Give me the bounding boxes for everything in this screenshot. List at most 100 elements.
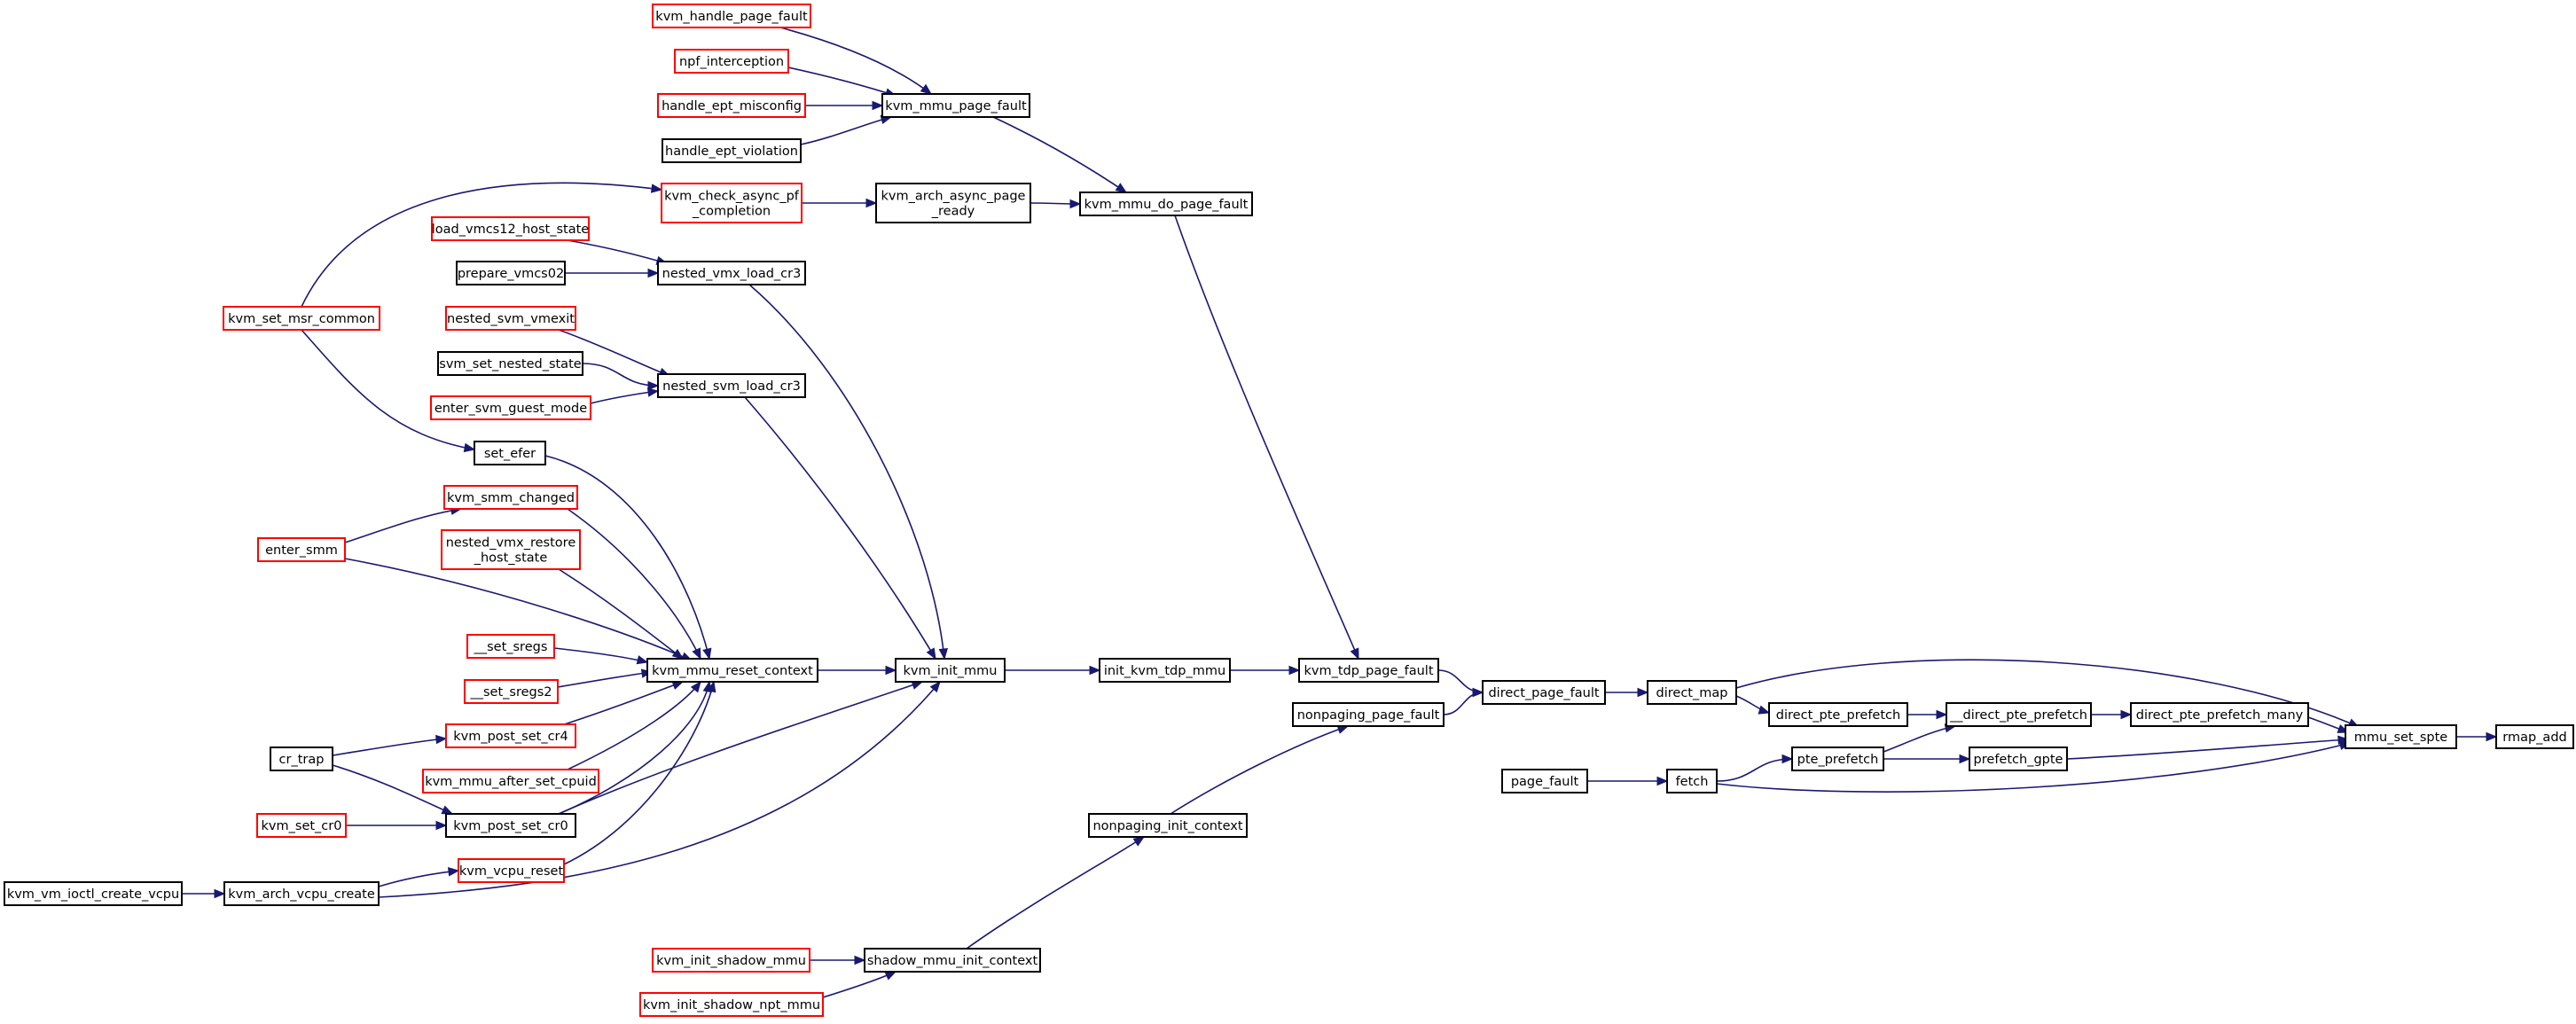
node-label: enter_svm_guest_mode: [435, 402, 587, 416]
node-direct-pte-prefetch-many[interactable]: direct_pte_prefetch_many: [2130, 702, 2309, 727]
node-kvm-post-set-cr4[interactable]: kvm_post_set_cr4: [445, 723, 576, 748]
node-box: [466, 634, 555, 659]
node-box: [1768, 702, 1908, 727]
node-label: kvm_arch_vcpu_create: [228, 887, 375, 902]
node-label: kvm_check_async_pf: [664, 190, 800, 204]
call-edge: [1907, 709, 1948, 720]
node-box: [1791, 747, 1884, 771]
node-box: [1666, 769, 1718, 793]
call-edge: [378, 680, 941, 898]
node-label: cr_trap: [279, 753, 325, 767]
node-direct-pte-prefetch[interactable]: __direct_pte_prefetch: [1946, 702, 2092, 727]
node-direct-pte-prefetch[interactable]: direct_pte_prefetch: [1768, 702, 1908, 727]
call-edge: [744, 396, 936, 661]
node-box: [437, 351, 583, 376]
node-nested-vmx-load-cr3[interactable]: nested_vmx_load_cr3: [657, 261, 806, 285]
node-box: [652, 4, 811, 28]
node-label: kvm_post_set_cr4: [453, 730, 568, 744]
node-box: [646, 658, 818, 683]
node-box: [1946, 702, 2092, 727]
node-box: [1298, 658, 1439, 683]
call-edge: [567, 508, 701, 661]
node-box: [1099, 658, 1231, 683]
node-kvm-post-set-cr0[interactable]: kvm_post_set_cr0: [445, 813, 576, 838]
node-mmu-set-spte[interactable]: mmu_set_spte: [2345, 724, 2457, 749]
node-kvm-mmu-page-fault[interactable]: kvm_mmu_page_fault: [881, 93, 1030, 118]
node-handle-ept-violation[interactable]: handle_ept_violation: [662, 138, 802, 163]
call-edge: [1443, 687, 1484, 715]
node-kvm-set-cr0[interactable]: kvm_set_cr0: [256, 813, 347, 838]
node-nonpaging-page-fault[interactable]: nonpaging_page_fault: [1292, 702, 1445, 727]
node-kvm-smm-changed[interactable]: kvm_smm_changed: [443, 485, 578, 510]
call-edge: [301, 329, 476, 453]
node-label: direct_pte_prefetch: [1776, 708, 1900, 723]
node-box: [657, 373, 806, 398]
node-kvm-set-msr-common[interactable]: kvm_set_msr_common: [223, 306, 380, 331]
node-direct-map[interactable]: direct_map: [1647, 680, 1737, 705]
node-npf-interception[interactable]: npf_interception: [674, 49, 789, 74]
node-label: __direct_pte_prefetch: [1949, 708, 2087, 723]
node-nested-vmx-restore-host-state[interactable]: nested_vmx_restore_host_state: [441, 529, 581, 570]
node-label: kvm_init_mmu: [904, 664, 998, 678]
node-label: fetch: [1676, 775, 1709, 789]
call-edge: [801, 198, 878, 208]
node-cr-trap[interactable]: cr_trap: [270, 747, 333, 771]
call-edge: [563, 680, 716, 865]
node-prepare-vmcs02[interactable]: prepare_vmcs02: [456, 261, 566, 285]
node-load-vmcs12-host-state[interactable]: load_vmcs12_host_state: [431, 216, 590, 241]
node-kvm-tdp-page-fault[interactable]: kvm_tdp_page_fault: [1298, 658, 1439, 683]
call-edge: [564, 268, 660, 278]
node-kvm-mmu-reset-context[interactable]: kvm_mmu_reset_context: [646, 658, 818, 683]
call-edge: [557, 668, 654, 688]
node-nonpaging-init-context[interactable]: nonpaging_init_context: [1088, 813, 1248, 838]
node-label: npf_interception: [679, 55, 784, 69]
call-edge: [809, 955, 866, 965]
node-set-sregs[interactable]: __set_sregs: [466, 634, 555, 659]
node-nested-svm-load-cr3[interactable]: nested_svm_load_cr3: [657, 373, 806, 398]
node-kvm-arch-vcpu-create[interactable]: kvm_arch_vcpu_create: [223, 881, 380, 906]
node-nested-svm-vmexit[interactable]: nested_svm_vmexit: [445, 306, 576, 331]
node-kvm-mmu-after-set-cpuid[interactable]: kvm_mmu_after_set_cpuid: [422, 769, 599, 793]
node-label: _completion: [692, 205, 771, 219]
call-edge: [1605, 687, 1649, 698]
call-edge: [544, 455, 712, 661]
node-box: [445, 306, 576, 331]
node-label: nonpaging_page_fault: [1297, 708, 1440, 723]
node-init-kvm-tdp-mmu[interactable]: init_kvm_tdp_mmu: [1099, 658, 1231, 683]
node-kvm-handle-page-fault[interactable]: kvm_handle_page_fault: [652, 4, 811, 28]
node-svm-set-nested-state[interactable]: svm_set_nested_state: [437, 351, 583, 376]
node-enter-svm-guest-mode[interactable]: enter_svm_guest_mode: [430, 395, 591, 420]
node-direct-page-fault[interactable]: direct_page_fault: [1482, 680, 1606, 705]
node-fetch[interactable]: fetch: [1666, 769, 1718, 793]
node-label: kvm_vm_ioctl_create_vcpu: [7, 887, 179, 902]
node-label: pte_prefetch: [1797, 753, 1879, 767]
node-page-fault[interactable]: page_fault: [1501, 769, 1588, 793]
node-enter-smm[interactable]: enter_smm: [257, 537, 346, 562]
node-kvm-check-async-pf-completion[interactable]: kvm_check_async_pf_completion: [661, 183, 803, 223]
node-handle-ept-misconfig[interactable]: handle_ept_misconfig: [657, 93, 806, 118]
node-kvm-init-mmu[interactable]: kvm_init_mmu: [895, 658, 1006, 683]
node-label: _ready: [931, 205, 975, 219]
node-kvm-init-shadow-mmu[interactable]: kvm_init_shadow_mmu: [652, 948, 810, 973]
node-set-efer[interactable]: set_efer: [474, 441, 546, 465]
node-kvm-init-shadow-npt-mmu[interactable]: kvm_init_shadow_npt_mmu: [639, 992, 824, 1017]
node-prefetch-gpte[interactable]: prefetch_gpte: [1969, 747, 2068, 771]
node-box: [443, 485, 578, 510]
node-rmap-add[interactable]: rmap_add: [2495, 724, 2574, 749]
call-edge: [1587, 776, 1669, 786]
node-label: page_fault: [1511, 775, 1579, 789]
call-edge: [2091, 709, 2133, 720]
node-kvm-arch-async-page-ready[interactable]: kvm_arch_async_page_ready: [875, 183, 1031, 223]
node-kvm-mmu-do-page-fault[interactable]: kvm_mmu_do_page_fault: [1079, 192, 1253, 216]
node-set-sregs2[interactable]: __set_sregs2: [464, 679, 559, 704]
node-label: svm_set_nested_state: [439, 357, 581, 371]
node-kvm-vm-ioctl-create-vcpu[interactable]: kvm_vm_ioctl_create_vcpu: [4, 881, 183, 906]
node-label: handle_ept_misconfig: [662, 99, 802, 113]
node-kvm-vcpu-reset[interactable]: kvm_vcpu_reset: [458, 858, 565, 883]
node-label: direct_map: [1656, 686, 1728, 700]
node-shadow-mmu-init-context[interactable]: shadow_mmu_init_context: [864, 948, 1041, 973]
node-pte-prefetch[interactable]: pte_prefetch: [1791, 747, 1884, 771]
node-box: [445, 813, 576, 838]
node-label: nested_svm_load_cr3: [662, 379, 801, 394]
node-label: nested_vmx_restore: [446, 536, 576, 551]
